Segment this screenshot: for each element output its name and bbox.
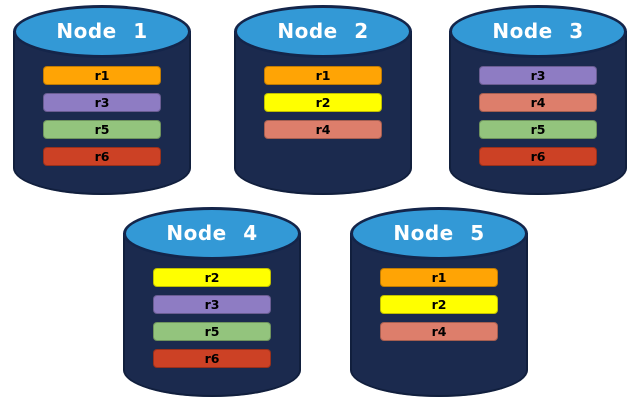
record-r3: r3 — [479, 66, 597, 85]
database-node-1: Node 1 r1 r3 r5 r6 — [13, 5, 191, 195]
record-r4: r4 — [479, 93, 597, 112]
record-r6: r6 — [153, 349, 271, 368]
database-node-3: Node 3 r3 r4 r5 r6 — [449, 5, 627, 195]
node-title: Node 1 — [56, 18, 148, 43]
record-r2: r2 — [380, 295, 498, 314]
record-r4: r4 — [380, 322, 498, 341]
cylinder-body — [234, 31, 412, 195]
record-r3: r3 — [43, 93, 161, 112]
record-r1: r1 — [380, 268, 498, 287]
record-list: r1 r2 r4 — [234, 66, 412, 139]
record-list: r1 r3 r5 r6 — [13, 66, 191, 166]
record-r2: r2 — [153, 268, 271, 287]
node-title: Node 4 — [166, 220, 258, 245]
cylinder-body — [123, 233, 301, 397]
node-title: Node 3 — [492, 18, 584, 43]
database-node-4: Node 4 r2 r3 r5 r6 — [123, 207, 301, 397]
record-r5: r5 — [479, 120, 597, 139]
node-title: Node 2 — [277, 18, 369, 43]
cylinder-top-ellipse: Node 4 — [123, 207, 301, 260]
cylinder-top-ellipse: Node 1 — [13, 5, 191, 58]
record-r4: r4 — [264, 120, 382, 139]
cylinder-body — [350, 233, 528, 397]
record-r5: r5 — [43, 120, 161, 139]
database-node-2: Node 2 r1 r2 r4 — [234, 5, 412, 195]
record-r6: r6 — [479, 147, 597, 166]
node-title: Node 5 — [393, 220, 485, 245]
cylinder-body — [449, 31, 627, 195]
database-node-5: Node 5 r1 r2 r4 — [350, 207, 528, 397]
record-list: r2 r3 r5 r6 — [123, 268, 301, 368]
record-r1: r1 — [43, 66, 161, 85]
record-r3: r3 — [153, 295, 271, 314]
cylinder-top-ellipse: Node 3 — [449, 5, 627, 58]
cylinder-top-ellipse: Node 2 — [234, 5, 412, 58]
record-r2: r2 — [264, 93, 382, 112]
record-list: r3 r4 r5 r6 — [449, 66, 627, 166]
cylinder-body — [13, 31, 191, 195]
record-r5: r5 — [153, 322, 271, 341]
record-r6: r6 — [43, 147, 161, 166]
record-r1: r1 — [264, 66, 382, 85]
record-list: r1 r2 r4 — [350, 268, 528, 341]
cylinder-top-ellipse: Node 5 — [350, 207, 528, 260]
